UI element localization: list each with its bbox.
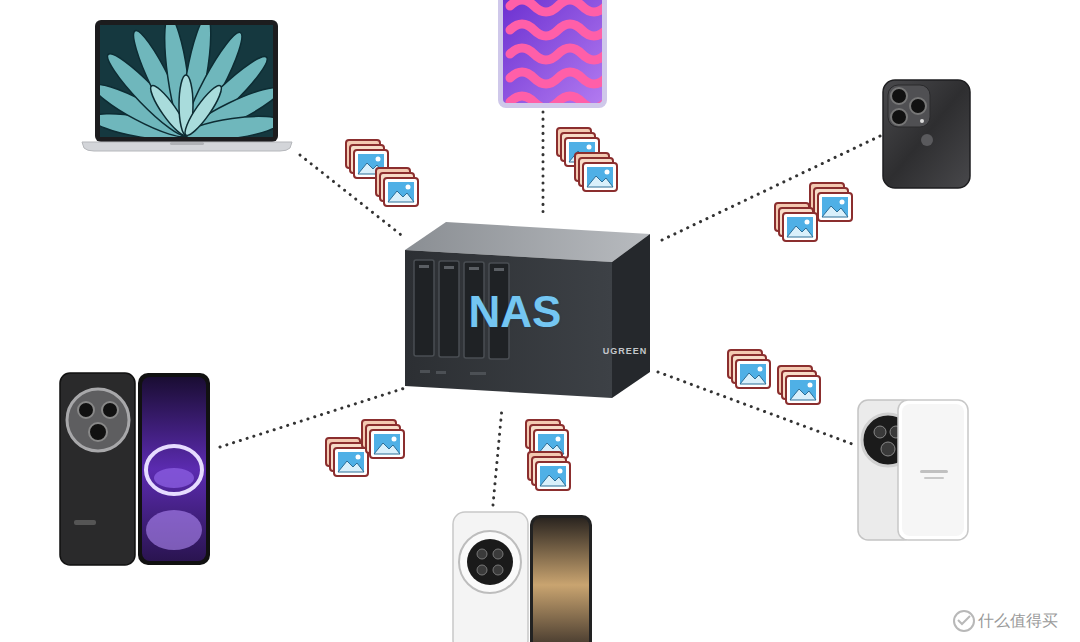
watermark-logo — [954, 611, 974, 631]
brand-label: UGREEN — [603, 347, 648, 357]
node-title: NAS — [469, 288, 562, 336]
phone-icon — [453, 512, 592, 642]
laptop-icon — [82, 15, 292, 151]
photo-icon — [326, 128, 852, 490]
phone-icon — [60, 373, 210, 565]
phone-icon — [883, 80, 970, 188]
tablet-icon — [498, 0, 607, 108]
watermark: 什么值得买 — [978, 611, 1058, 630]
nas-device — [405, 222, 650, 398]
phone-icon — [858, 400, 968, 540]
dotted-link — [220, 112, 880, 505]
nas-box: NAS UGREEN — [405, 218, 653, 403]
